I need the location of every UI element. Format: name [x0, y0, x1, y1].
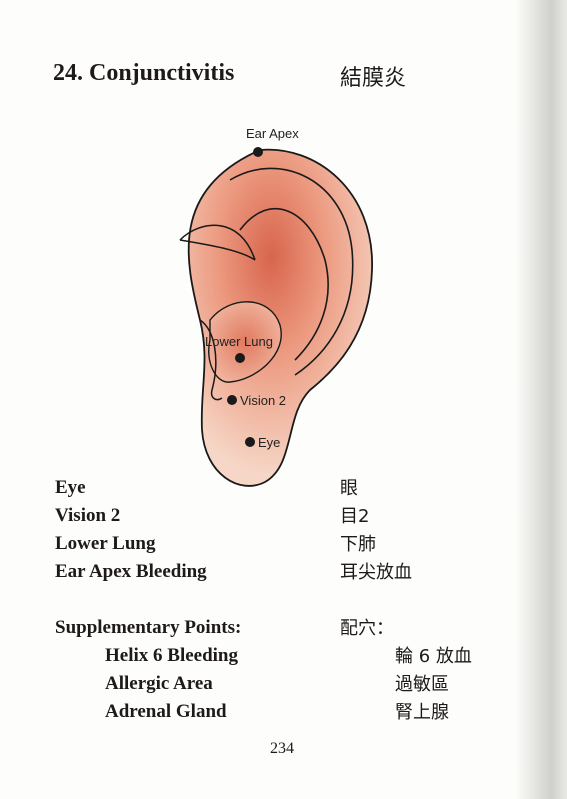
- point-cn-vision2: 目2: [340, 506, 370, 527]
- supp-en-helix6: Helix 6 Bleeding: [105, 645, 238, 666]
- ear-apex-point: [253, 147, 263, 157]
- vision2-point: [227, 395, 237, 405]
- point-en-ear-apex-bleeding: Ear Apex Bleeding: [55, 561, 207, 582]
- supplementary-heading-cn: 配穴：: [340, 618, 394, 639]
- helix-line: [229, 167, 354, 376]
- supplementary-heading: Supplementary Points:: [55, 617, 242, 638]
- page-edge-shadow: [515, 0, 567, 799]
- page-title: 24. Conjunctivitis: [53, 60, 235, 86]
- point-en-lower-lung: Lower Lung: [55, 533, 156, 554]
- point-cn-lower-lung: 下肺: [340, 534, 376, 555]
- point-en-vision2: Vision 2: [55, 505, 121, 526]
- supp-cn-allergic-area: 過敏區: [395, 674, 449, 695]
- ear-diagram: Ear Apex Lower Lung Vision 2 Eye: [160, 120, 380, 495]
- point-cn-ear-apex-bleeding: 耳尖放血: [340, 562, 412, 583]
- page-number: 234: [270, 740, 294, 757]
- concha-area: [208, 301, 282, 383]
- point-en-eye: Eye: [55, 477, 86, 498]
- antihelix-line: [239, 207, 329, 361]
- eye-point: [245, 437, 255, 447]
- page-title-chinese: 結膜炎: [340, 66, 407, 91]
- supp-en-adrenal-gland: Adrenal Gland: [105, 701, 227, 722]
- lower-lung-label: Lower Lung: [205, 334, 273, 349]
- ear-illustration: [179, 147, 373, 487]
- lower-lung-point: [235, 353, 245, 363]
- eye-label: Eye: [258, 435, 281, 450]
- supp-cn-adrenal-gland: 腎上腺: [395, 702, 449, 723]
- vision2-label: Vision 2: [240, 393, 287, 408]
- point-cn-eye: 眼: [340, 478, 358, 499]
- ear-apex-label: Ear Apex: [246, 126, 299, 141]
- supp-en-allergic-area: Allergic Area: [105, 673, 213, 694]
- supp-cn-helix6: 輪 6 放血: [395, 646, 472, 667]
- triangular-fossa-line: [179, 224, 256, 261]
- tragus-line: [199, 319, 223, 401]
